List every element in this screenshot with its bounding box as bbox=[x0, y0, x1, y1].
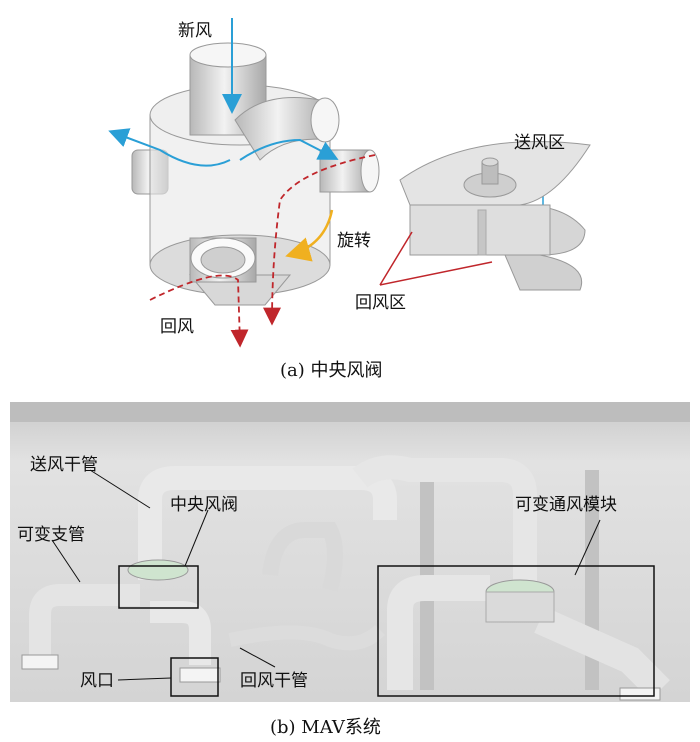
label-variable-module: 可变通风模块 bbox=[515, 495, 617, 515]
label-variable-branch: 可变支管 bbox=[17, 525, 85, 545]
caption-b: (b) MAV系统 bbox=[270, 717, 381, 738]
label-return-main: 回风干管 bbox=[240, 671, 308, 691]
label-rotate: 旋转 bbox=[337, 231, 371, 251]
mav-system-render bbox=[10, 402, 690, 702]
rotate-arrow bbox=[285, 209, 334, 262]
central-valve-3d bbox=[131, 42, 380, 306]
label-return-zone: 回风区 bbox=[355, 293, 406, 313]
label-supply-zone: 送风区 bbox=[514, 133, 565, 153]
leader-lines bbox=[51, 469, 601, 681]
label-supply-main: 送风干管 bbox=[30, 455, 98, 475]
label-outlet: 风口 bbox=[80, 671, 114, 691]
label-fresh-air: 新风 bbox=[178, 21, 212, 41]
return-air-arrows bbox=[149, 154, 376, 348]
label-return-air: 回风 bbox=[160, 317, 194, 337]
rotor-component bbox=[379, 141, 591, 291]
label-central-valve: 中央风阀 bbox=[170, 495, 238, 515]
caption-a: (a) 中央风阀 bbox=[280, 360, 383, 381]
